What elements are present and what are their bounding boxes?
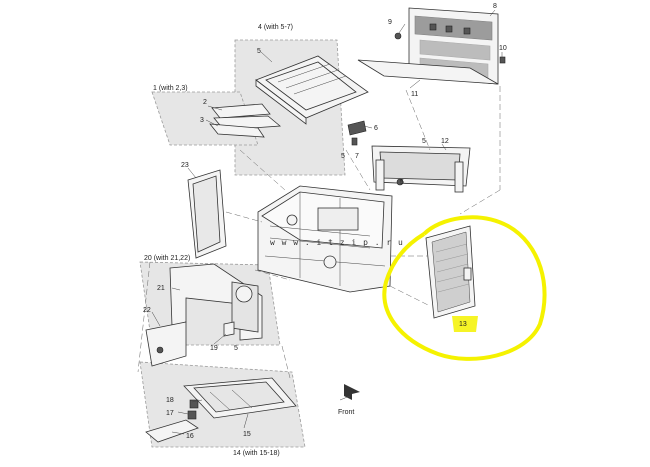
part-17-latch [187,410,197,420]
assembly-guide-lines [137,86,501,379]
label-14: 14 (with 15-18) [233,450,280,457]
label-5-r1: 5 [422,138,426,145]
label-11: 11 [411,91,418,98]
printer-body [257,185,393,293]
label-7: 7 [355,153,359,160]
part-12-rear-frame [371,145,471,193]
label-5-top: 5 [257,48,261,55]
label-9: 9 [388,19,392,26]
label-8: 8 [493,3,497,10]
label-13: 13 [459,321,467,328]
label-16: 16 [186,433,194,440]
front-label: Front [338,409,354,416]
part-23-left-side-cover [187,169,227,259]
part-15-lower-tray [183,377,297,419]
label-15: 15 [243,431,251,438]
part-16-guide [145,419,199,443]
part-2-3-tray [209,103,282,138]
label-1: 1 (with 2,3) [153,85,188,92]
label-21: 21 [157,285,165,292]
part-13-tag [452,316,478,332]
label-12: 12 [441,138,449,145]
label-5-front: 5 [234,345,238,352]
label-4: 4 (with 5-7) [258,24,293,31]
part-5-top-cover [255,55,369,125]
label-23: 23 [181,162,189,169]
label-3: 3 [200,117,204,124]
part-7-spring [351,137,358,146]
label-19: 19 [210,345,218,352]
label-18: 18 [166,397,174,404]
part-6-lever [347,120,367,136]
label-20: 20 (with 21,22) [144,255,190,262]
part-13-right-side-cover [425,225,476,319]
label-22: 22 [143,307,151,314]
front-arrow [339,384,360,401]
highlight-circle [382,215,547,361]
label-10: 10 [499,45,507,52]
part-11-shield-plate [357,59,499,85]
watermark-text: w w w . i t z i p . r u [270,238,404,247]
label-2: 2 [203,99,207,106]
label-5-r2: 5 [400,179,404,186]
label-6: 6 [374,125,378,132]
part-18-knob [189,399,199,409]
part-9-screw [394,32,402,40]
part-22-cover-plate [145,321,187,367]
part-10-clip [499,56,506,64]
label-17: 17 [166,410,174,417]
label-5-mid: 5 [341,153,345,160]
leader-lines [151,9,503,435]
part-19-bracket [223,321,235,337]
